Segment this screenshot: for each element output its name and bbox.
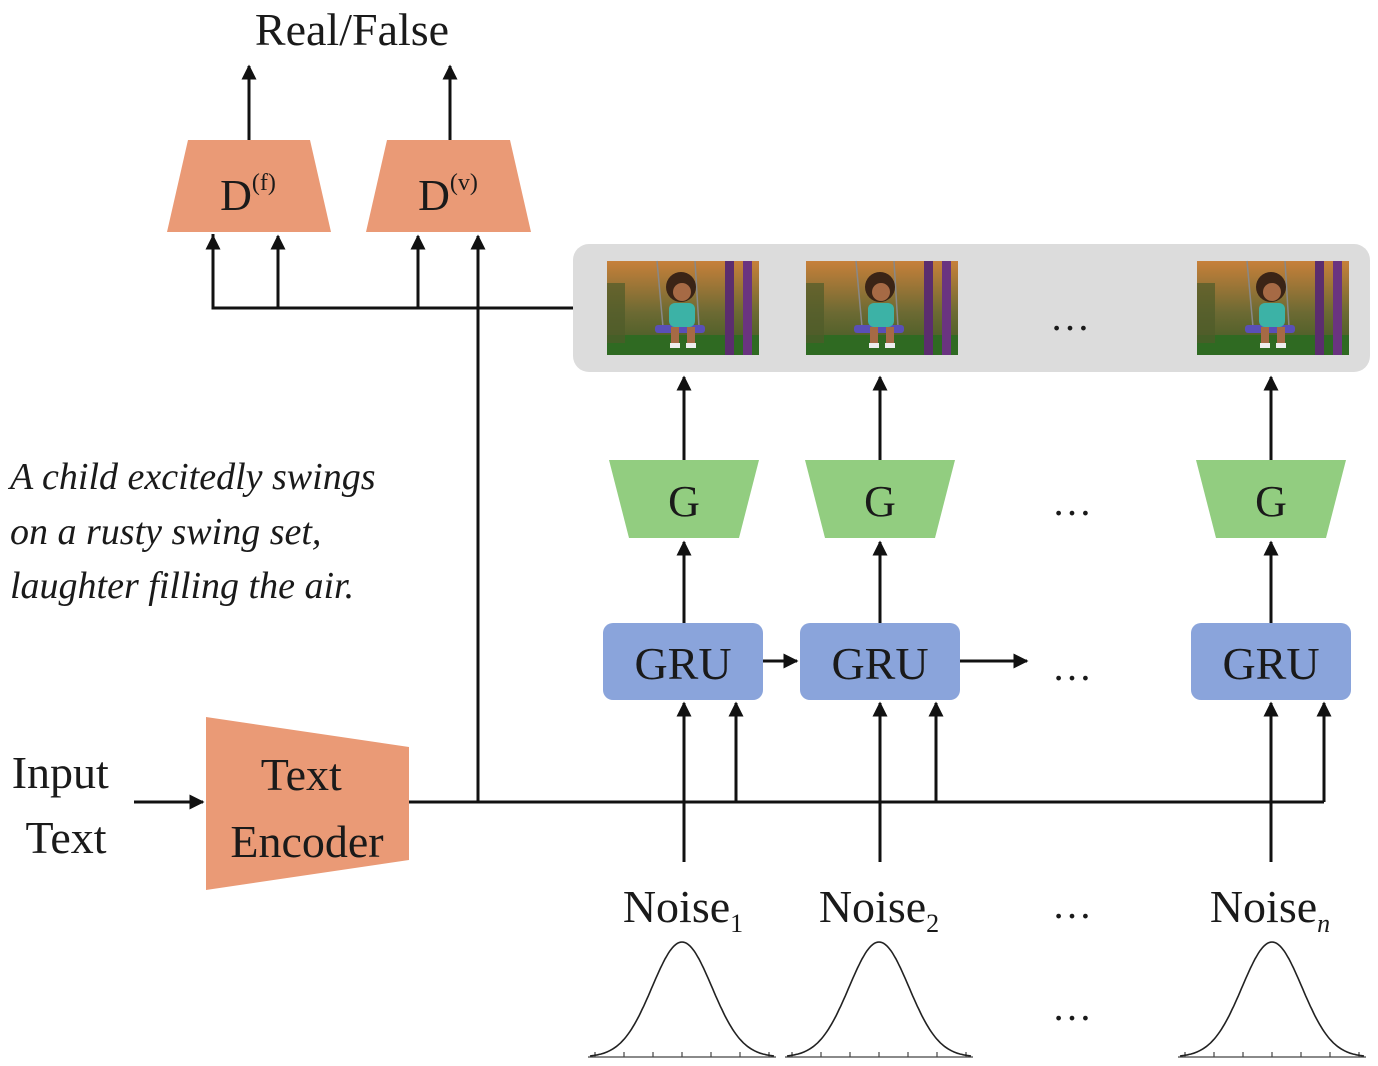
discriminator-video-label: D [418,171,450,220]
frames-to-discriminators-line [211,234,573,310]
input-text-line-1: Input [12,747,109,798]
gru-ellipsis: … [1052,644,1092,689]
generators-ellipsis: … [1052,479,1092,524]
gaussian-n [1178,941,1366,1058]
noise-n-label: Noise [1210,881,1317,932]
generated-frames-strip [573,244,1370,372]
svg-text:Input Text: Input Text [12,747,121,863]
frames-ellipsis: … [1050,294,1090,339]
frame-n-image [1196,260,1350,356]
noise-2-label: Noise [819,881,926,932]
gru-n: GRU [1191,623,1351,700]
discriminator-frame: D(f) [167,140,331,232]
prompt-line-1: A child excitedly swings [7,456,376,498]
svg-text:Noise2: Noise2 [819,881,939,938]
gru-1-label: GRU [634,638,731,689]
noise-n-subscript: n [1317,909,1330,938]
generator-2-label: G [864,477,896,526]
generator-1-label: G [668,477,700,526]
noise-1-label: Noise [623,881,730,932]
text-encoder-line-1: Text [261,749,342,800]
svg-text:D(f): D(f) [220,170,276,220]
discriminator-video: D(v) [366,140,531,232]
svg-text:Noisen: Noisen [1210,881,1330,938]
noise-1-subscript: 1 [730,909,743,938]
prompt-line-2: on a rusty swing set, [10,511,321,553]
text-encoder: Text Encoder [206,717,409,890]
gaussian-curve [786,941,972,1057]
text-encoder-line-2: Encoder [230,816,383,867]
discriminator-frame-superscript: (f) [252,170,276,196]
generator-2: G [805,460,955,538]
svg-text:D(v): D(v) [418,170,478,220]
frame-1-image [606,260,760,356]
generator-n: G [1196,460,1346,538]
generator-n-label: G [1255,477,1287,526]
noise-2-subscript: 2 [926,909,939,938]
gaussian-ellipsis: … [1052,984,1092,1029]
discriminator-frame-label: D [220,171,252,220]
svg-text:Noise1: Noise1 [623,881,743,938]
output-label: Real/False [255,4,449,55]
prompt-line-3: laughter filling the air. [10,565,354,607]
gaussian-2 [785,941,973,1058]
gaussian-1 [588,941,776,1058]
noise-ellipsis: … [1052,882,1092,927]
frame-2-image [805,260,959,356]
gaussian-curve [589,941,775,1057]
input-text-line-2: Text [25,812,106,863]
gru-2: GRU [800,623,960,700]
discriminator-video-superscript: (v) [450,170,478,196]
svg-text:Text Encoder: Text Encoder [230,749,383,867]
svg-text:A child excitedly swings o: A child excitedly swings on a rusty swin… [7,456,385,607]
generator-1: G [609,460,759,538]
gaussian-curve [1179,941,1365,1057]
gru-2-label: GRU [831,638,928,689]
gru-n-label: GRU [1222,638,1319,689]
gru-1: GRU [603,623,763,700]
